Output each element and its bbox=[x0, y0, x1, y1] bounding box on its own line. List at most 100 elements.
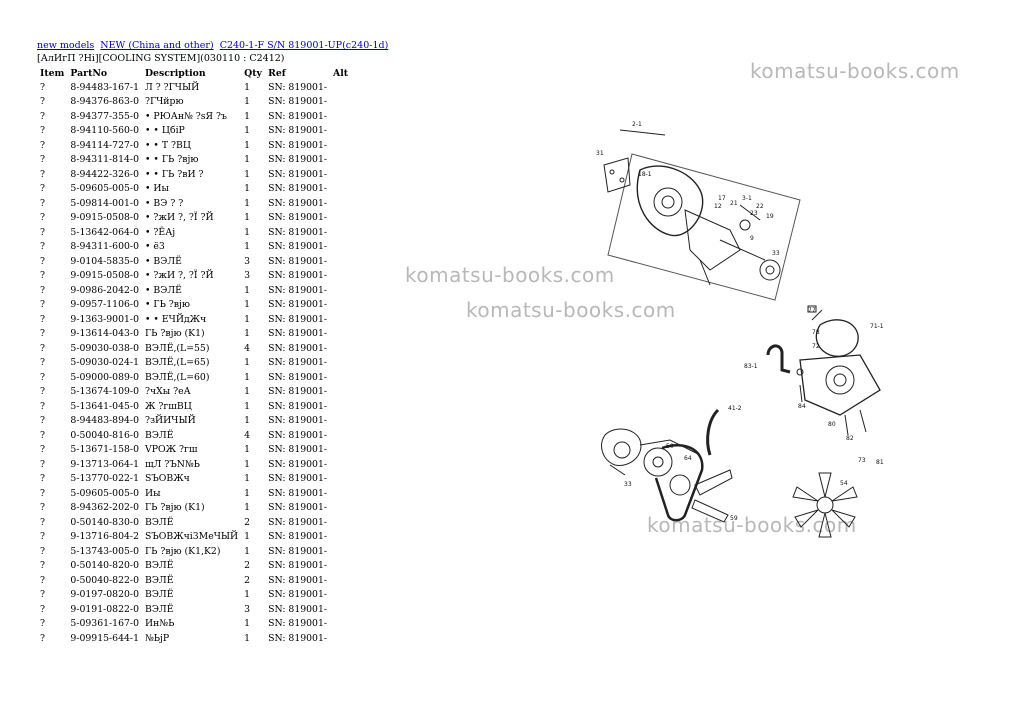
cell-partno: 5-09814-001-0 bbox=[70, 197, 139, 209]
cell-alt bbox=[330, 80, 351, 95]
cell-alt bbox=[330, 153, 351, 168]
cell-ref: SN: 819001- bbox=[268, 371, 328, 383]
cell-item: ? bbox=[40, 429, 45, 441]
cell-ref: SN: 819001- bbox=[268, 328, 328, 340]
cell-description: ГЬ ?вјю (K1,K2) bbox=[144, 545, 221, 557]
cell-partno: 9-13713-064-1 bbox=[70, 458, 139, 470]
callout-label: 72 bbox=[812, 343, 820, 350]
cell-partno: 5-09030-038-0 bbox=[70, 342, 139, 354]
cell-qty: 1 bbox=[244, 487, 251, 499]
breadcrumb-link-model[interactable]: C240-1-F S/N 819001-UP(c240-1d) bbox=[219, 40, 389, 51]
cell-partno: 9-1363-9001-0 bbox=[70, 313, 139, 325]
watermark: komatsu-books.com bbox=[466, 298, 676, 322]
cell-partno: 8-94311-600-0 bbox=[70, 241, 139, 253]
cell-ref: SN: 819001- bbox=[268, 154, 328, 166]
cell-partno: 5-13743-005-0 bbox=[70, 545, 139, 557]
cell-ref: SN: 819001- bbox=[268, 618, 328, 630]
cell-qty: 1 bbox=[244, 415, 251, 427]
breadcrumb-link-new-models[interactable]: new models bbox=[37, 40, 95, 51]
cell-item: ? bbox=[40, 270, 45, 282]
cell-partno: 5-09030-024-1 bbox=[70, 357, 139, 369]
callout-label: 83-1 bbox=[744, 363, 758, 370]
cell-ref: SN: 819001- bbox=[268, 444, 328, 456]
callout-label: 71-1 bbox=[870, 323, 884, 330]
cell-partno: 9-0986-2042-0 bbox=[70, 284, 139, 296]
cell-qty: 1 bbox=[244, 386, 251, 398]
cell-partno: 5-09605-005-0 bbox=[70, 487, 139, 499]
cell-alt bbox=[330, 501, 351, 516]
cell-alt bbox=[330, 167, 351, 182]
cell-partno: 0-50140-830-0 bbox=[70, 516, 139, 528]
cell-qty: 1 bbox=[244, 81, 251, 93]
cooling-system-diagram: 2-1 31 18-1 3-1 22 23 19 21 17 12 9 33 7… bbox=[596, 121, 884, 538]
page-subtitle: [АлИгП ?Hi][COOLING SYSTEM](030110 : C24… bbox=[37, 53, 285, 64]
cell-partno: 9-13716-804-2 bbox=[70, 531, 139, 543]
cell-item: ? bbox=[40, 589, 45, 601]
cell-ref: SN: 819001- bbox=[268, 632, 328, 644]
header-description: Description bbox=[144, 67, 206, 79]
cell-qty: 1 bbox=[244, 313, 251, 325]
callout-label: 77 bbox=[808, 307, 816, 314]
cell-description: • • ЦбіР bbox=[144, 125, 185, 137]
cell-item: ? bbox=[40, 618, 45, 630]
cell-item: ? bbox=[40, 386, 45, 398]
cell-description: VРОЖ ?гш bbox=[144, 444, 198, 456]
cell-alt bbox=[330, 443, 351, 458]
cell-alt bbox=[330, 414, 351, 429]
cell-qty: 1 bbox=[244, 531, 251, 543]
cell-alt bbox=[330, 341, 351, 356]
cell-ref: SN: 819001- bbox=[268, 603, 328, 615]
header-qty: Qty bbox=[244, 67, 262, 79]
cell-description: ГЬ ?вјю (K1) bbox=[144, 502, 205, 514]
cell-item: ? bbox=[40, 342, 45, 354]
cell-qty: 3 bbox=[244, 270, 251, 282]
cell-description: ВЭЛЁ,(L=60) bbox=[144, 371, 210, 383]
cell-ref: SN: 819001- bbox=[268, 125, 328, 137]
cell-partno: 8-94311-814-0 bbox=[70, 154, 139, 166]
cell-qty: 1 bbox=[244, 183, 251, 195]
cell-alt bbox=[330, 428, 351, 443]
cell-item: ? bbox=[40, 168, 45, 180]
cell-ref: SN: 819001- bbox=[268, 357, 328, 369]
cell-description: • ВЭ ? ? bbox=[144, 197, 184, 209]
cell-item: ? bbox=[40, 125, 45, 137]
cell-description: • ё3 bbox=[144, 241, 165, 253]
cell-ref: SN: 819001- bbox=[268, 313, 328, 325]
header-alt: Alt bbox=[333, 67, 349, 79]
cell-ref: SN: 819001- bbox=[268, 415, 328, 427]
cell-item: ? bbox=[40, 299, 45, 311]
cell-partno: 9-0915-0508-0 bbox=[70, 212, 139, 224]
cell-alt bbox=[330, 472, 351, 487]
cell-ref: SN: 819001- bbox=[268, 386, 328, 398]
cell-alt bbox=[330, 356, 351, 371]
cell-partno: 8-94377-355-0 bbox=[70, 110, 139, 122]
cell-item: ? bbox=[40, 400, 45, 412]
callout-label: 3-1 bbox=[742, 195, 752, 202]
breadcrumb-link-new-china[interactable]: NEW (China and other) bbox=[100, 40, 214, 51]
cell-description: ВЭЛЁ bbox=[144, 560, 174, 572]
cell-partno: 5-09361-167-0 bbox=[70, 618, 139, 630]
cell-alt bbox=[330, 544, 351, 559]
callout-label: 12 bbox=[714, 203, 722, 210]
cell-alt bbox=[330, 254, 351, 269]
callout-label: 84 bbox=[798, 403, 806, 410]
cell-ref: SN: 819001- bbox=[268, 284, 328, 296]
cell-partno: 9-13614-043-0 bbox=[70, 328, 139, 340]
cell-description: • ?жИ ?, ?Ї ?Й bbox=[144, 270, 214, 282]
callout-label: 22 bbox=[756, 203, 764, 210]
cell-partno: 8-94422-326-0 bbox=[70, 168, 139, 180]
cell-description: • ?ЁАј bbox=[144, 226, 176, 238]
cell-alt bbox=[330, 138, 351, 153]
cell-description: ВЭЛЁ bbox=[144, 429, 174, 441]
cell-alt bbox=[330, 211, 351, 226]
cell-ref: SN: 819001- bbox=[268, 81, 328, 93]
callout-label: 80 bbox=[828, 421, 836, 428]
cell-ref: SN: 819001- bbox=[268, 270, 328, 282]
